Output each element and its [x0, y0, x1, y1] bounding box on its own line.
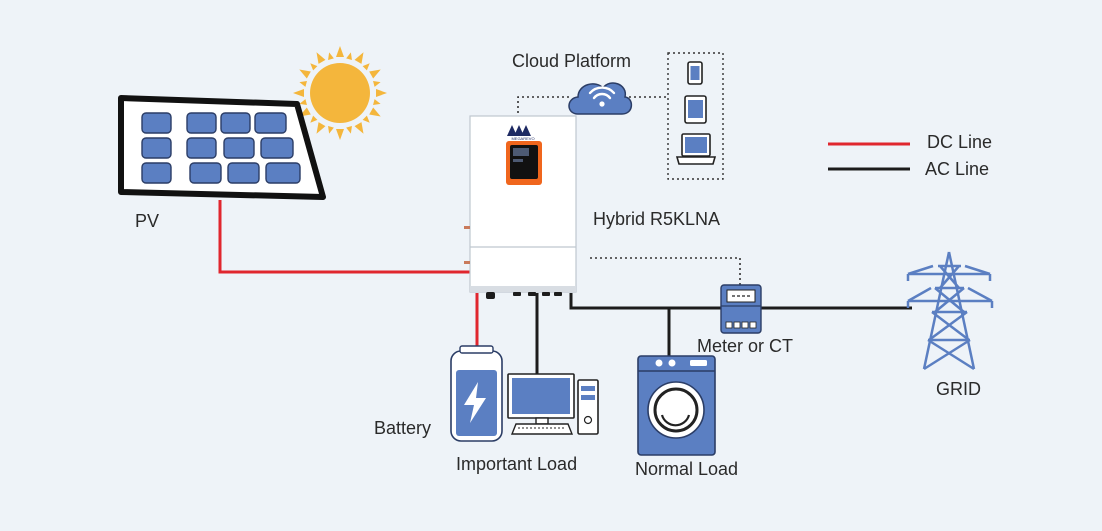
dotted-link-cloud — [517, 96, 668, 118]
dotted-link-meter — [590, 257, 741, 285]
ac-line-grid — [569, 293, 912, 356]
legend-dc-label: DC Line — [927, 132, 993, 152]
grid-label: GRID — [936, 379, 981, 399]
cloud-wifi-icon — [568, 82, 633, 115]
meter-label: Meter or CT — [697, 336, 794, 356]
dc-line-pv — [218, 200, 472, 274]
normal-load-label: Normal Load — [635, 459, 739, 479]
battery-label: Battery — [374, 418, 432, 438]
cloud-platform-label: Cloud Platform — [512, 51, 632, 71]
legend-ac-label: AC Line — [925, 159, 990, 179]
computer-icon — [507, 373, 599, 435]
pv-label: PV — [135, 211, 160, 231]
battery-icon — [450, 345, 503, 442]
solar-panel-icon — [118, 95, 326, 200]
tablet-icon — [684, 95, 707, 124]
washing-machine-icon — [637, 355, 716, 456]
sun-icon — [293, 46, 387, 140]
laptop-icon — [675, 133, 717, 165]
inverter-icon — [464, 115, 577, 299]
grid-tower-icon — [906, 251, 994, 371]
inverter-label: Hybrid R5KLNA — [593, 209, 721, 229]
meter-icon — [720, 284, 762, 334]
brand-label: MEGAREVO — [511, 136, 534, 141]
phone-icon — [687, 61, 703, 85]
important-load-label: Important Load — [456, 454, 578, 474]
